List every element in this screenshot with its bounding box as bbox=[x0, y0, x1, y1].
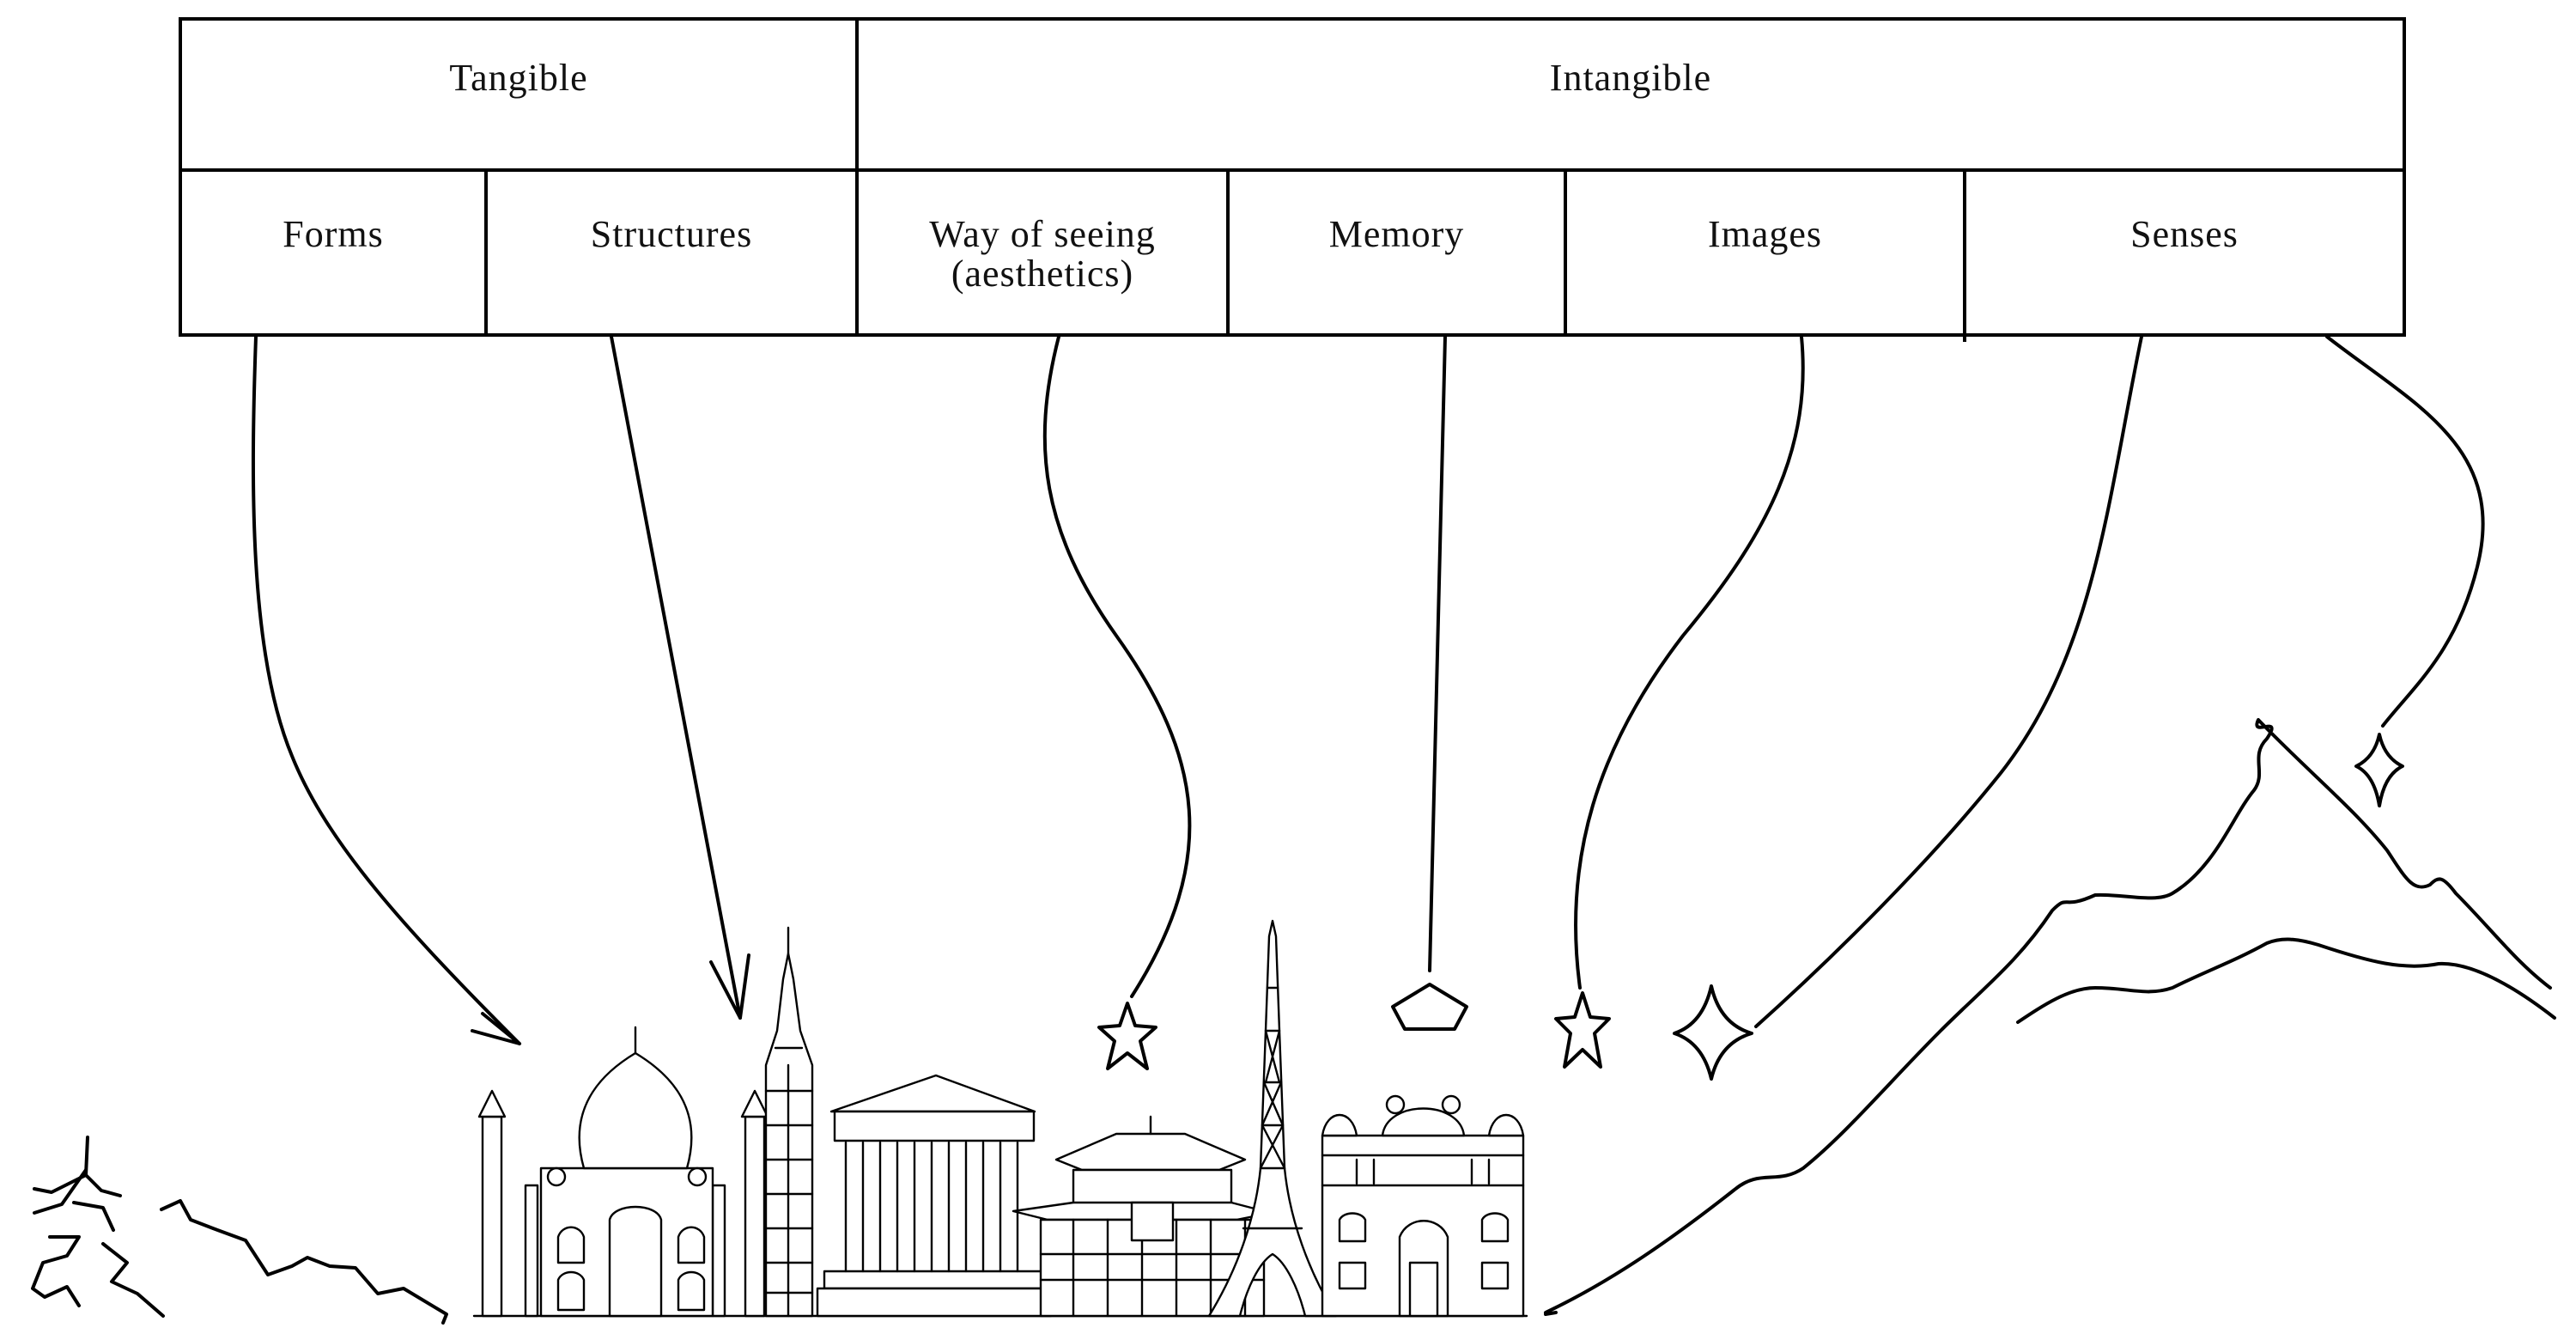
markers bbox=[1097, 733, 2404, 1081]
connector-structures bbox=[610, 335, 742, 1020]
mughal-palace-icon bbox=[1321, 1094, 1525, 1318]
arrowhead-icon bbox=[471, 1012, 521, 1045]
connector-way-of-seeing bbox=[1042, 335, 1192, 998]
star-icon bbox=[1554, 991, 1611, 1069]
column-way-of-seeing: Way of seeing (aesthetics) bbox=[929, 213, 1156, 295]
column-forms: Forms bbox=[283, 213, 384, 255]
pagoda-tower-icon bbox=[764, 926, 814, 1318]
column-images: Images bbox=[1707, 213, 1823, 255]
four-point-star-icon bbox=[2354, 733, 2404, 807]
arrowhead-icon bbox=[709, 953, 750, 1020]
connector-memory bbox=[1428, 335, 1447, 972]
pentagon-icon bbox=[1391, 983, 1468, 1031]
star-icon bbox=[1097, 1002, 1157, 1070]
header-tangible: Tangible bbox=[449, 57, 588, 99]
table-border bbox=[179, 17, 2406, 337]
column-senses: Senses bbox=[2130, 213, 2239, 255]
pine-trees-icon bbox=[31, 1136, 448, 1325]
column-memory: Memory bbox=[1328, 213, 1465, 255]
landscape-left bbox=[31, 1136, 448, 1325]
header-intangible: Intangible bbox=[1549, 57, 1712, 99]
heritage-table bbox=[179, 17, 2406, 342]
connector-senses-1 bbox=[1754, 335, 2143, 1028]
connectors bbox=[251, 335, 2485, 1045]
eiffel-tower-icon bbox=[1207, 919, 1338, 1318]
parthenon-icon bbox=[816, 1074, 1053, 1318]
column-structures: Structures bbox=[590, 213, 753, 255]
mountains-icon bbox=[1544, 718, 2556, 1316]
connector-forms bbox=[251, 335, 521, 1045]
connector-images bbox=[1574, 335, 1805, 990]
skyline-illustration bbox=[472, 919, 1528, 1318]
connector-senses-2 bbox=[2325, 335, 2485, 728]
taj-mahal-icon bbox=[477, 1026, 769, 1318]
four-point-star-icon bbox=[1673, 984, 1753, 1081]
